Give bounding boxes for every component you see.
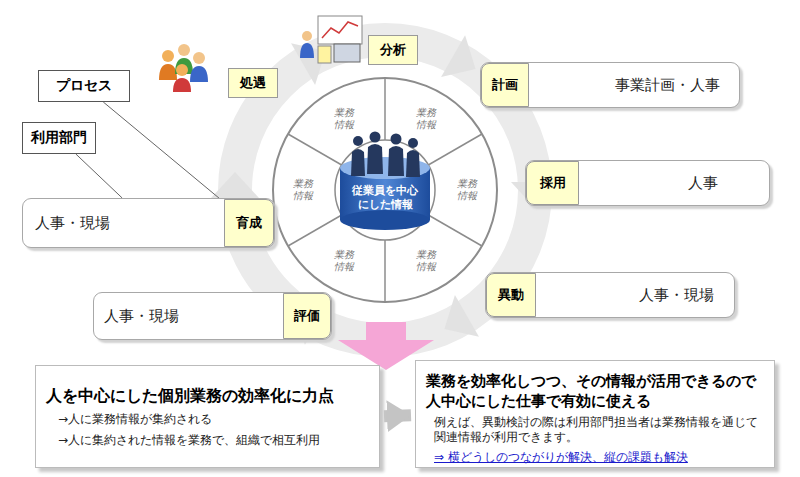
node-text: 事業計画・人事 [615,76,720,95]
info-ring-part-part [288,215,342,246]
flow-arrow [384,415,411,416]
employee-cylinder-part-part [388,146,404,176]
node-text: 業務 情報 [456,178,478,202]
process-box: 計画 [481,63,529,107]
node-text: 業務 情報 [415,249,437,273]
cycle-ring-part [211,172,259,198]
process-box: 異動 [486,273,536,317]
text-region: 事業計画・人事 [603,63,731,107]
node-text: 業務を効率化しつつ、その情報が活用できるので 人中心にした仕事で有効に使える [426,371,764,412]
result-box: 業務を効率化しつつ、その情報が活用できるので 人中心にした仕事で有効に使える例え… [415,360,775,468]
node-text: 業務 情報 [292,178,314,202]
department-box: 計画 事業計画・人事 [480,62,740,108]
node-text: 人事 [688,174,718,193]
text-region: 人事・現場 [626,273,726,317]
node-text: →人に業務情報が集約される [46,411,369,428]
node-text: 人を中心にした個別業務の効率化に力点 [46,386,369,407]
node-text: 人事・現場 [35,214,110,233]
info-ring [273,78,497,302]
info-ring-part-part [384,78,386,140]
node-text: 人事・現場 [639,286,714,305]
node-text: →人に集約された情報を業務で、組織で相互利用 [46,432,369,449]
node-text: 分析 [380,41,406,59]
node-text: 人事・現場 [104,307,179,326]
text-region: 人事 [644,161,761,205]
node-text: 業務 情報 [415,107,437,131]
department-box: 異動 人事・現場 [485,272,735,318]
ring-segment: 業務 情報 [332,104,356,134]
node-text: 育成 [236,214,262,232]
people-icon-part [193,52,205,64]
analysis-icon-part [318,46,331,63]
summary-box: 人を中心にした個別業務の効率化に力点 →人に業務情報が集約される →人に集約された情… [35,365,380,468]
ring-segment: 業務 情報 [455,175,479,205]
people-icon-part [162,50,174,62]
process-box: 分析 [368,35,418,65]
text-region: 人事・現場 [29,199,116,247]
analysis-icon-part [300,43,314,58]
analysis-icon-part [302,31,312,41]
text-region: 人事・現場 [100,293,183,339]
leader-line [103,102,224,202]
info-ring-part-part [384,240,386,302]
ring-segment: 業務 情報 [414,246,438,276]
node-text: 採用 [540,174,566,192]
process-box: 育成 [224,199,274,247]
department-box: 育成 人事・現場 [22,198,275,248]
info-ring-part-part [428,134,482,165]
leader-line [76,154,122,198]
analysis-icon [300,16,362,63]
process-label-box: プロセス [38,70,130,102]
department-box: 評価 人事・現場 [93,292,332,340]
employee-cylinder-part-part [370,132,381,143]
node-text: 処遇 [240,74,266,92]
ring-segment: 業務 情報 [332,246,356,276]
center-label: 従業員を中心 にした情報 [343,178,427,218]
employee-cylinder-part-part [408,138,418,148]
node-text: 異動 [498,286,524,304]
department-box: 採用 人事 [525,160,770,206]
analysis-icon-part [334,44,360,62]
cycle-ring-part [432,295,479,350]
node-text: 評価 [294,307,320,325]
process-box: 採用 [526,161,579,205]
people-icon-part [159,64,177,80]
employee-cylinder-part [351,132,420,178]
analysis-icon-part [318,16,362,44]
info-ring-part [288,78,482,302]
process-box: 評価 [283,293,331,339]
people-icon-part [190,66,208,82]
people-icon-part [176,64,188,76]
people-icon-part [173,78,191,92]
employee-cylinder [340,132,430,231]
process-box: 処遇 [228,68,278,98]
node-text: 従業員を中心 にした情報 [349,184,421,213]
employee-cylinder-part [340,210,430,230]
people-icon [159,44,208,92]
ring-segment: 業務 情報 [291,175,315,205]
node-text: 利用部門 [31,129,87,147]
people-icon-part [178,44,190,56]
node-text: プロセス [56,77,112,95]
node-text: 業務 情報 [333,107,355,131]
node-text: 例えば、異動検討の際は利用部門担当者は業務情報を通じて 関連情報が利用できます。 [426,415,764,446]
info-ring-part-part [428,215,482,246]
employee-cylinder-part-part [406,150,420,177]
node-text: 計画 [492,76,518,94]
ring-segment: 業務 情報 [414,104,438,134]
department-label-box: 利用部門 [22,122,96,154]
info-ring-part [335,140,435,240]
info-ring-part-part [288,134,342,165]
node-text: 業務 情報 [333,249,355,273]
employee-cylinder-part-part [367,144,383,174]
info-ring-part [273,78,497,302]
employee-cylinder-part-part [391,134,402,145]
node-text: ⇒ 横どうしのつながりが解決、縦の課題も解決 [426,449,764,466]
employee-cylinder-part-part [351,149,365,176]
analysis-icon-part [322,22,358,38]
employee-cylinder-part-part [353,136,363,146]
